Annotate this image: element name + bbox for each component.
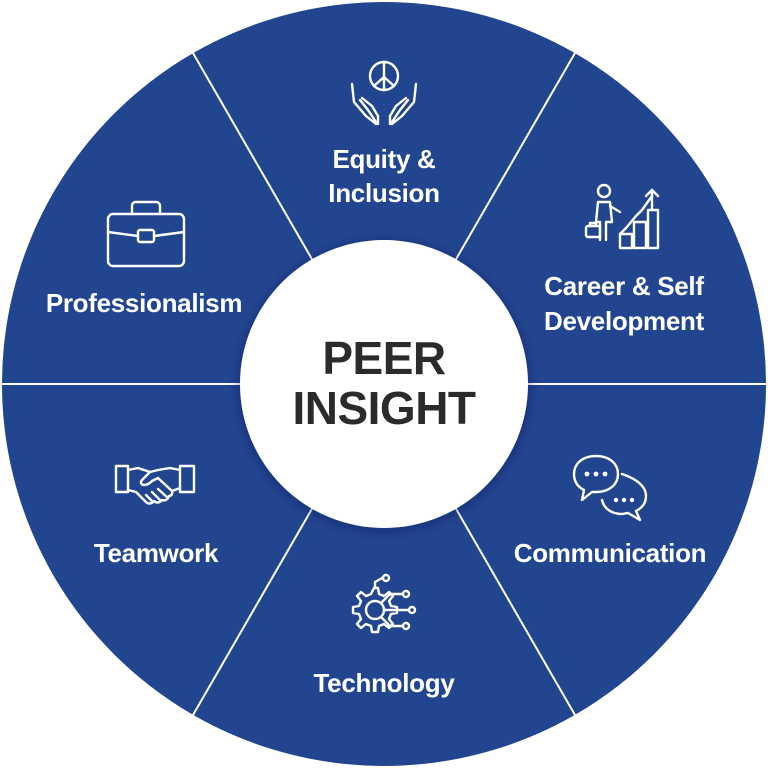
center-title-line1: PEER [322,332,446,384]
hands-peace-icon [350,60,418,126]
gear-circuit-icon [351,573,417,634]
segment-teamwork: Teamwork [94,464,219,568]
segment-label-professionalism: Professionalism [46,288,242,318]
briefcase-icon [106,200,186,268]
segment-equity-inclusion: Equity & Inclusion [328,60,440,208]
segment-label-equity-line2: Inclusion [328,178,439,208]
chat-bubbles-icon [572,454,648,522]
segment-label-teamwork: Teamwork [94,538,219,568]
segment-label-communication: Communication [514,538,707,568]
career-growth-icon [584,183,660,250]
segment-career-development: Career & Self Development [544,183,705,336]
segment-label-career-line1: Career & Self [544,271,704,301]
center-title-line2: INSIGHT [292,382,475,434]
segment-dividers [0,52,768,716]
segment-professionalism: Professionalism [46,200,242,318]
segment-label-career-line2: Development [544,306,705,336]
center-circle [240,240,528,528]
segment-technology: Technology [314,573,456,698]
handshake-icon [114,464,196,505]
segment-label-technology: Technology [314,668,456,698]
segment-label-equity-line1: Equity & [332,144,435,174]
segment-communication: Communication [514,454,707,568]
